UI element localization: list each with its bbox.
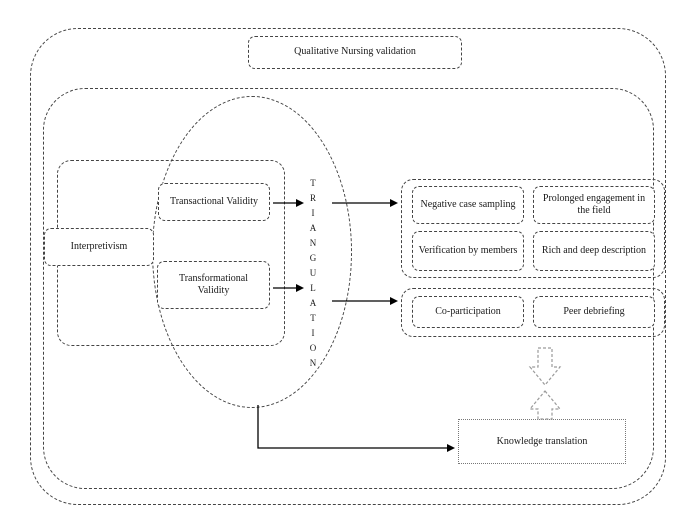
- title-box: Qualitative Nursing validation: [248, 36, 462, 69]
- negative-case-sampling-label: Negative case sampling: [420, 198, 516, 210]
- interpretivism-label: Interpretivism: [70, 240, 128, 252]
- co-participation-box: Co-participation: [412, 296, 524, 328]
- triangulation-label: TRIANGULATION: [308, 178, 318, 373]
- transformational-validity-box: Transformational Validity: [157, 261, 270, 309]
- transactional-validity-label: Transactional Validity: [169, 195, 259, 207]
- prolonged-engagement-box: Prolonged engagement in the field: [533, 186, 655, 224]
- diagram-title: Qualitative Nursing validation: [294, 46, 416, 58]
- verification-by-members-label: Verification by members: [418, 244, 518, 256]
- knowledge-translation-box: Knowledge translation: [458, 419, 626, 464]
- rich-deep-description-box: Rich and deep description: [533, 231, 655, 271]
- participation-group: [401, 288, 665, 337]
- co-participation-label: Co-participation: [435, 305, 501, 317]
- rich-deep-description-label: Rich and deep description: [541, 244, 647, 256]
- interpretivism-box: Interpretivism: [44, 228, 154, 266]
- rigor-strategies-group: [401, 179, 665, 278]
- negative-case-sampling-box: Negative case sampling: [412, 186, 524, 224]
- prolonged-engagement-label: Prolonged engagement in the field: [542, 192, 646, 217]
- verification-by-members-box: Verification by members: [412, 231, 524, 271]
- knowledge-translation-label: Knowledge translation: [496, 436, 588, 447]
- transformational-validity-label: Transformational Validity: [178, 272, 249, 297]
- outer-boundary-frame: [30, 28, 666, 505]
- peer-debriefing-box: Peer debriefing: [533, 296, 655, 328]
- peer-debriefing-label: Peer debriefing: [563, 305, 625, 317]
- transactional-validity-box: Transactional Validity: [158, 183, 270, 221]
